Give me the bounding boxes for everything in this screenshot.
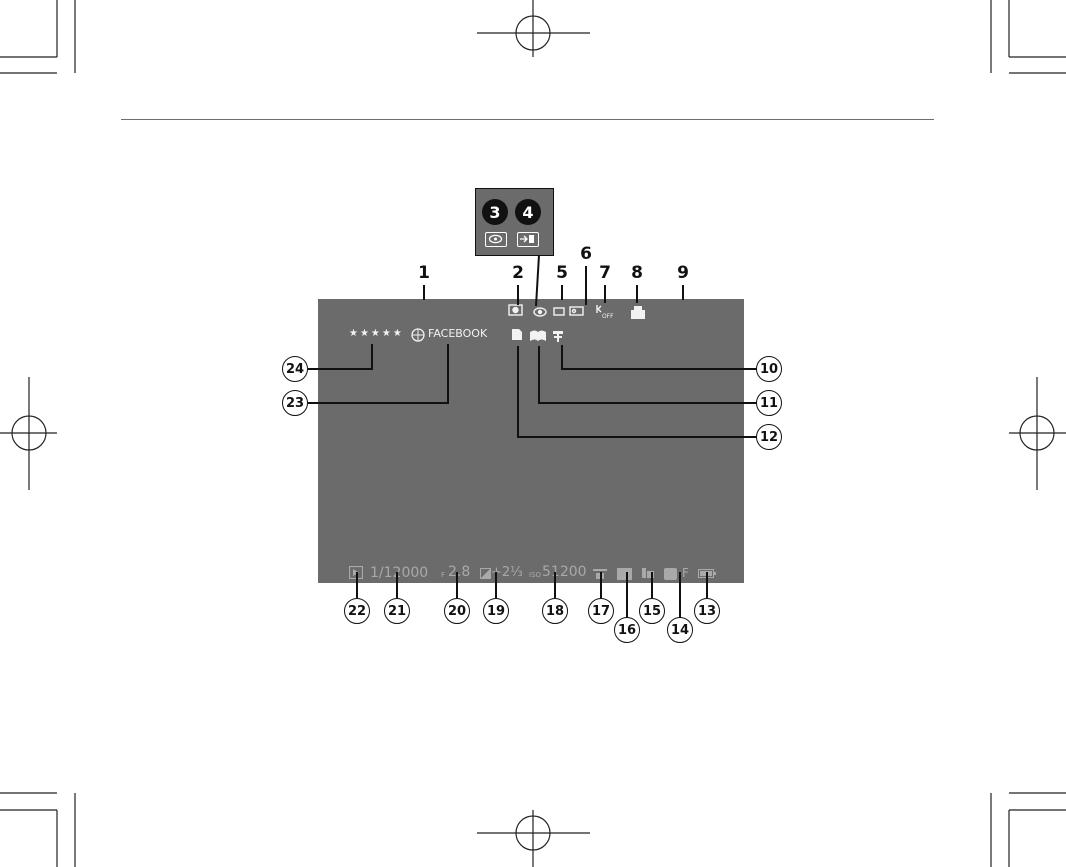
dr-off-label: OFF [602, 313, 614, 320]
bottom-right-icons [593, 568, 677, 580]
iso-value: 51200 [542, 564, 587, 580]
callout-14: 14 [667, 617, 693, 643]
print-order-icon [512, 329, 522, 340]
red-eye-icon [533, 307, 547, 317]
red-eye-inset: 3 4 [475, 188, 554, 256]
iso-prefix: ISO [529, 571, 542, 579]
header-rule [121, 119, 934, 120]
callout-11: 11 [756, 390, 782, 416]
image-stabilization-icon [596, 305, 602, 313]
callout-18: 18 [542, 598, 568, 624]
callout-3: 3 [482, 199, 508, 225]
led-icon [553, 307, 565, 316]
image-size-icon [642, 568, 654, 578]
white-balance-icon [593, 569, 607, 579]
callout-17: 17 [588, 598, 614, 624]
top-status-icons [508, 304, 602, 317]
callout-8: 8 [631, 263, 643, 283]
face-detection-icon [508, 304, 523, 316]
image-quality-icon [664, 568, 677, 580]
battery-icon [698, 569, 716, 578]
callout-4: 4 [515, 199, 541, 225]
callout-24: 24 [282, 356, 308, 382]
transfer-icon [517, 232, 539, 247]
callout-23: 23 [282, 390, 308, 416]
callout-13: 13 [694, 598, 720, 624]
exposure-comp-icon [480, 568, 491, 579]
playback-icon [349, 566, 363, 579]
photobook-icon [530, 330, 546, 341]
quality-label: F [682, 566, 689, 580]
callout-2: 2 [512, 263, 524, 283]
aperture-prefix: F [441, 571, 446, 579]
callout-1: 1 [418, 263, 430, 283]
callout-9: 9 [677, 263, 689, 283]
red-eye-removal-icon [485, 232, 507, 247]
frame-number: 1/12000 [370, 565, 429, 581]
callout-12: 12 [756, 424, 782, 450]
camera-screen: OFF ★★★★★ FACEBOOK 1/12000 F 2.8 +2⅓ ISO… [318, 299, 744, 583]
second-row-icons [512, 329, 563, 342]
protect-icon [569, 306, 584, 316]
upload-destination: FACEBOOK [428, 327, 488, 340]
upload-globe-icon [411, 328, 425, 342]
callout-7: 7 [599, 263, 611, 283]
instax-icon [631, 306, 645, 319]
callout-6: 6 [580, 244, 592, 264]
aperture-value: 2.8 [448, 564, 471, 580]
exposure-comp-value: +2⅓ [491, 565, 523, 580]
callout-21: 21 [384, 598, 410, 624]
callout-20: 20 [444, 598, 470, 624]
callout-19: 19 [483, 598, 509, 624]
callout-5: 5 [556, 263, 568, 283]
rating-stars: ★★★★★ [349, 328, 404, 339]
callout-10: 10 [756, 356, 782, 382]
callout-16: 16 [614, 617, 640, 643]
callout-22: 22 [344, 598, 370, 624]
film-simulation-icon [617, 568, 632, 580]
callout-15: 15 [639, 598, 665, 624]
gift-icon [553, 331, 563, 342]
